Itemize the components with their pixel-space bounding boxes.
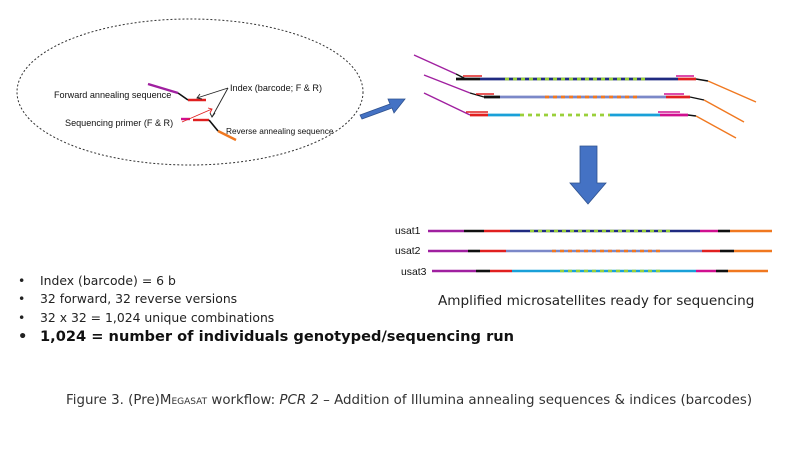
forward-annealing-label: Forward annealing sequence xyxy=(54,90,171,100)
reverse-black-link xyxy=(208,119,219,132)
inset-forward-construct xyxy=(147,82,206,102)
amplicon-3 xyxy=(423,92,737,139)
bullet-item: 32 x 32 = 1,024 unique combinations xyxy=(18,309,514,328)
figure-caption: Figure 3. (Pre)Megasat workflow: PCR 2 –… xyxy=(66,393,752,408)
index-barcode-label: Index (barcode; F & R) xyxy=(230,83,322,93)
reverse-annealing-segment xyxy=(217,129,237,142)
primer-pointer-arrow xyxy=(181,108,213,123)
forward-black-link xyxy=(177,92,189,101)
down-arrow-icon xyxy=(569,145,607,205)
amplicon-stack xyxy=(413,54,757,139)
sequencing-primer-label: Sequencing primer (F & R) xyxy=(65,118,173,128)
right-arrow-icon xyxy=(359,98,406,120)
caption-suffix: – Addition of Illumina annealing sequenc… xyxy=(318,393,753,408)
caption-prefix: Figure 3. (Pre)M xyxy=(66,393,172,408)
bullet-item-emphasis: 1,024 = number of individuals genotyped/… xyxy=(18,327,514,347)
read-usat1: usat1 xyxy=(395,226,772,237)
caption-smallcaps: egasat xyxy=(171,393,208,408)
forward-annealing-segment xyxy=(147,82,179,95)
inset-ellipse xyxy=(16,18,364,166)
read-label: usat1 xyxy=(395,226,421,237)
bullet-item: Index (barcode) = 6 b xyxy=(18,272,514,291)
reverse-annealing-label: Reverse annealing sequence xyxy=(226,126,334,136)
read-label: usat2 xyxy=(395,246,421,257)
bullet-item: 32 forward, 32 reverse versions xyxy=(18,290,514,309)
amplicon-2 xyxy=(423,74,745,123)
bullet-list: Index (barcode) = 6 b 32 forward, 32 rev… xyxy=(18,272,514,347)
inset-pointer-arrows xyxy=(181,87,229,123)
amplified-microsatellites-label: Amplified microsatellites ready for sequ… xyxy=(438,293,755,309)
read-usat2: usat2 xyxy=(395,246,772,257)
caption-middle: workflow: xyxy=(207,393,280,408)
caption-italic: PCR 2 xyxy=(279,393,319,408)
amplicon-1 xyxy=(413,54,757,103)
